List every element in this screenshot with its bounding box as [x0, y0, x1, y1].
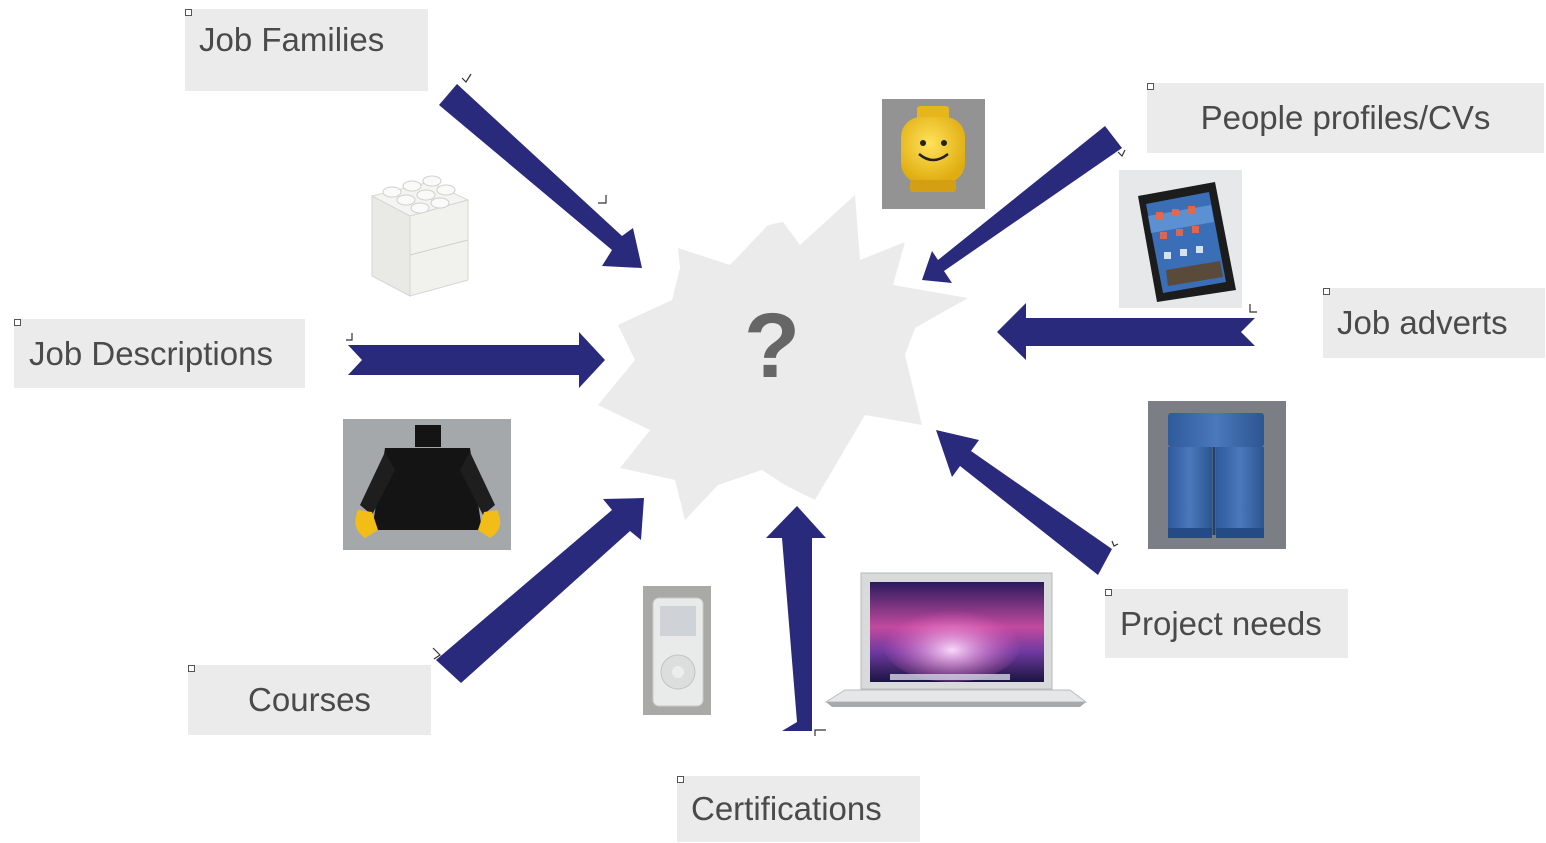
label-job-families: Job Families — [185, 9, 428, 91]
label-project-needs: Project needs — [1105, 589, 1348, 658]
label-people-profiles: People profiles/CVs — [1147, 83, 1544, 153]
label-courses-text: Courses — [248, 681, 371, 718]
arrow-job-descriptions — [348, 332, 605, 388]
arrow-people-profiles — [922, 126, 1122, 283]
lego-brick-image — [362, 168, 474, 306]
selection-handle — [1323, 288, 1330, 295]
label-courses: Courses — [188, 665, 431, 735]
selection-ticks — [346, 73, 1257, 736]
lego-legs-image — [1148, 401, 1286, 549]
label-certifications-text: Certifications — [691, 790, 882, 827]
label-job-descriptions-text: Job Descriptions — [29, 334, 273, 372]
selection-handle — [188, 665, 195, 672]
arrow-certifications — [766, 506, 826, 731]
label-job-families-text: Job Families — [199, 21, 385, 58]
label-job-adverts: Job adverts — [1323, 288, 1545, 358]
selection-handle — [1105, 589, 1112, 596]
selection-handle — [185, 9, 192, 16]
lego-head-image — [882, 99, 985, 209]
label-certifications: Certifications — [677, 776, 920, 842]
selection-handle — [14, 319, 21, 326]
lego-torso-image — [343, 419, 511, 550]
ipod-image — [643, 586, 711, 715]
macbook-image — [824, 572, 1088, 707]
label-project-needs-text: Project needs — [1120, 604, 1322, 642]
label-job-descriptions: Job Descriptions — [14, 319, 305, 388]
selection-handle — [677, 776, 684, 783]
burst-shape — [598, 195, 968, 520]
label-job-adverts-text: Job adverts — [1337, 304, 1508, 341]
arrow-job-families — [439, 84, 642, 268]
selection-handle — [1147, 83, 1154, 90]
arrow-job-adverts — [997, 303, 1255, 360]
label-people-profiles-text: People profiles/CVs — [1200, 99, 1491, 136]
arrow-courses — [436, 498, 644, 683]
arrow-project-needs — [936, 430, 1112, 575]
question-mark: ? — [743, 295, 801, 397]
ipad-image — [1119, 170, 1242, 308]
